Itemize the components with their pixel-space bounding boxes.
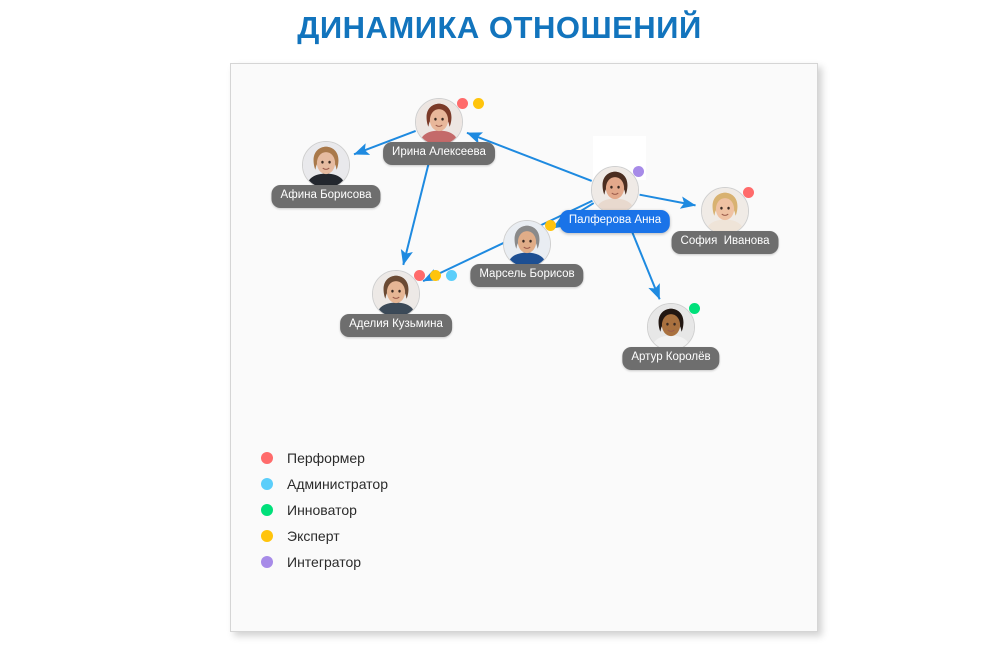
avatar	[591, 166, 639, 214]
legend-item-performer[interactable]: Перформер	[261, 445, 388, 471]
legend-item-innovator[interactable]: Инноватор	[261, 497, 388, 523]
role-dots	[743, 187, 754, 198]
legend-dot-performer	[261, 452, 273, 464]
role-dot-expert	[473, 98, 484, 109]
node-label[interactable]: Артур Королёв	[622, 347, 720, 370]
legend-label: Эксперт	[287, 528, 340, 544]
legend-item-expert[interactable]: Эксперт	[261, 523, 388, 549]
role-dot-innovator	[689, 303, 700, 314]
graph-edge-irina-to-adeliya	[400, 146, 434, 266]
graph-edge-anna-to-irina	[466, 131, 593, 182]
legend-label: Интегратор	[287, 554, 362, 570]
role-dot-performer	[743, 187, 754, 198]
role-dots	[633, 166, 644, 177]
legend-label: Перформер	[287, 450, 365, 466]
node-label[interactable]: Ирина Алексеева	[383, 142, 495, 165]
legend-label: Администратор	[287, 476, 389, 492]
role-dot-integrator	[633, 166, 644, 177]
role-dots	[545, 220, 556, 231]
avatar	[415, 98, 463, 146]
graph-edge-irina-to-afina	[353, 129, 416, 156]
role-dot-performer	[414, 270, 425, 281]
node-label[interactable]: Аделия Кузьмина	[340, 314, 452, 337]
avatar	[372, 270, 420, 318]
graph-edge-anna-to-sofia	[639, 193, 696, 209]
role-dots	[457, 98, 484, 109]
avatar	[302, 141, 350, 189]
legend-dot-innovator	[261, 504, 273, 516]
page-title: ДИНАМИКА ОТНОШЕНИЙ	[297, 10, 702, 45]
node-label[interactable]: Марсель Борисов	[470, 264, 584, 287]
role-dot-administrator	[446, 270, 457, 281]
legend-item-integrator[interactable]: Интегратор	[261, 549, 388, 575]
avatar	[503, 220, 551, 268]
legend-item-administrator[interactable]: Администратор	[261, 471, 388, 497]
role-dot-expert	[430, 270, 441, 281]
role-dot-performer	[457, 98, 468, 109]
legend-dot-administrator	[261, 478, 273, 490]
role-dot-expert	[545, 220, 556, 231]
legend-label: Инноватор	[287, 502, 357, 518]
avatar	[647, 303, 695, 351]
legend-dot-integrator	[261, 556, 273, 568]
node-label[interactable]: Палферова Анна	[559, 210, 671, 233]
node-label[interactable]: София Иванова	[671, 231, 779, 254]
role-dots	[414, 270, 457, 281]
role-dots	[689, 303, 700, 314]
node-label[interactable]: Афина Борисова	[271, 185, 381, 208]
avatar	[701, 187, 749, 235]
legend-dot-expert	[261, 530, 273, 542]
